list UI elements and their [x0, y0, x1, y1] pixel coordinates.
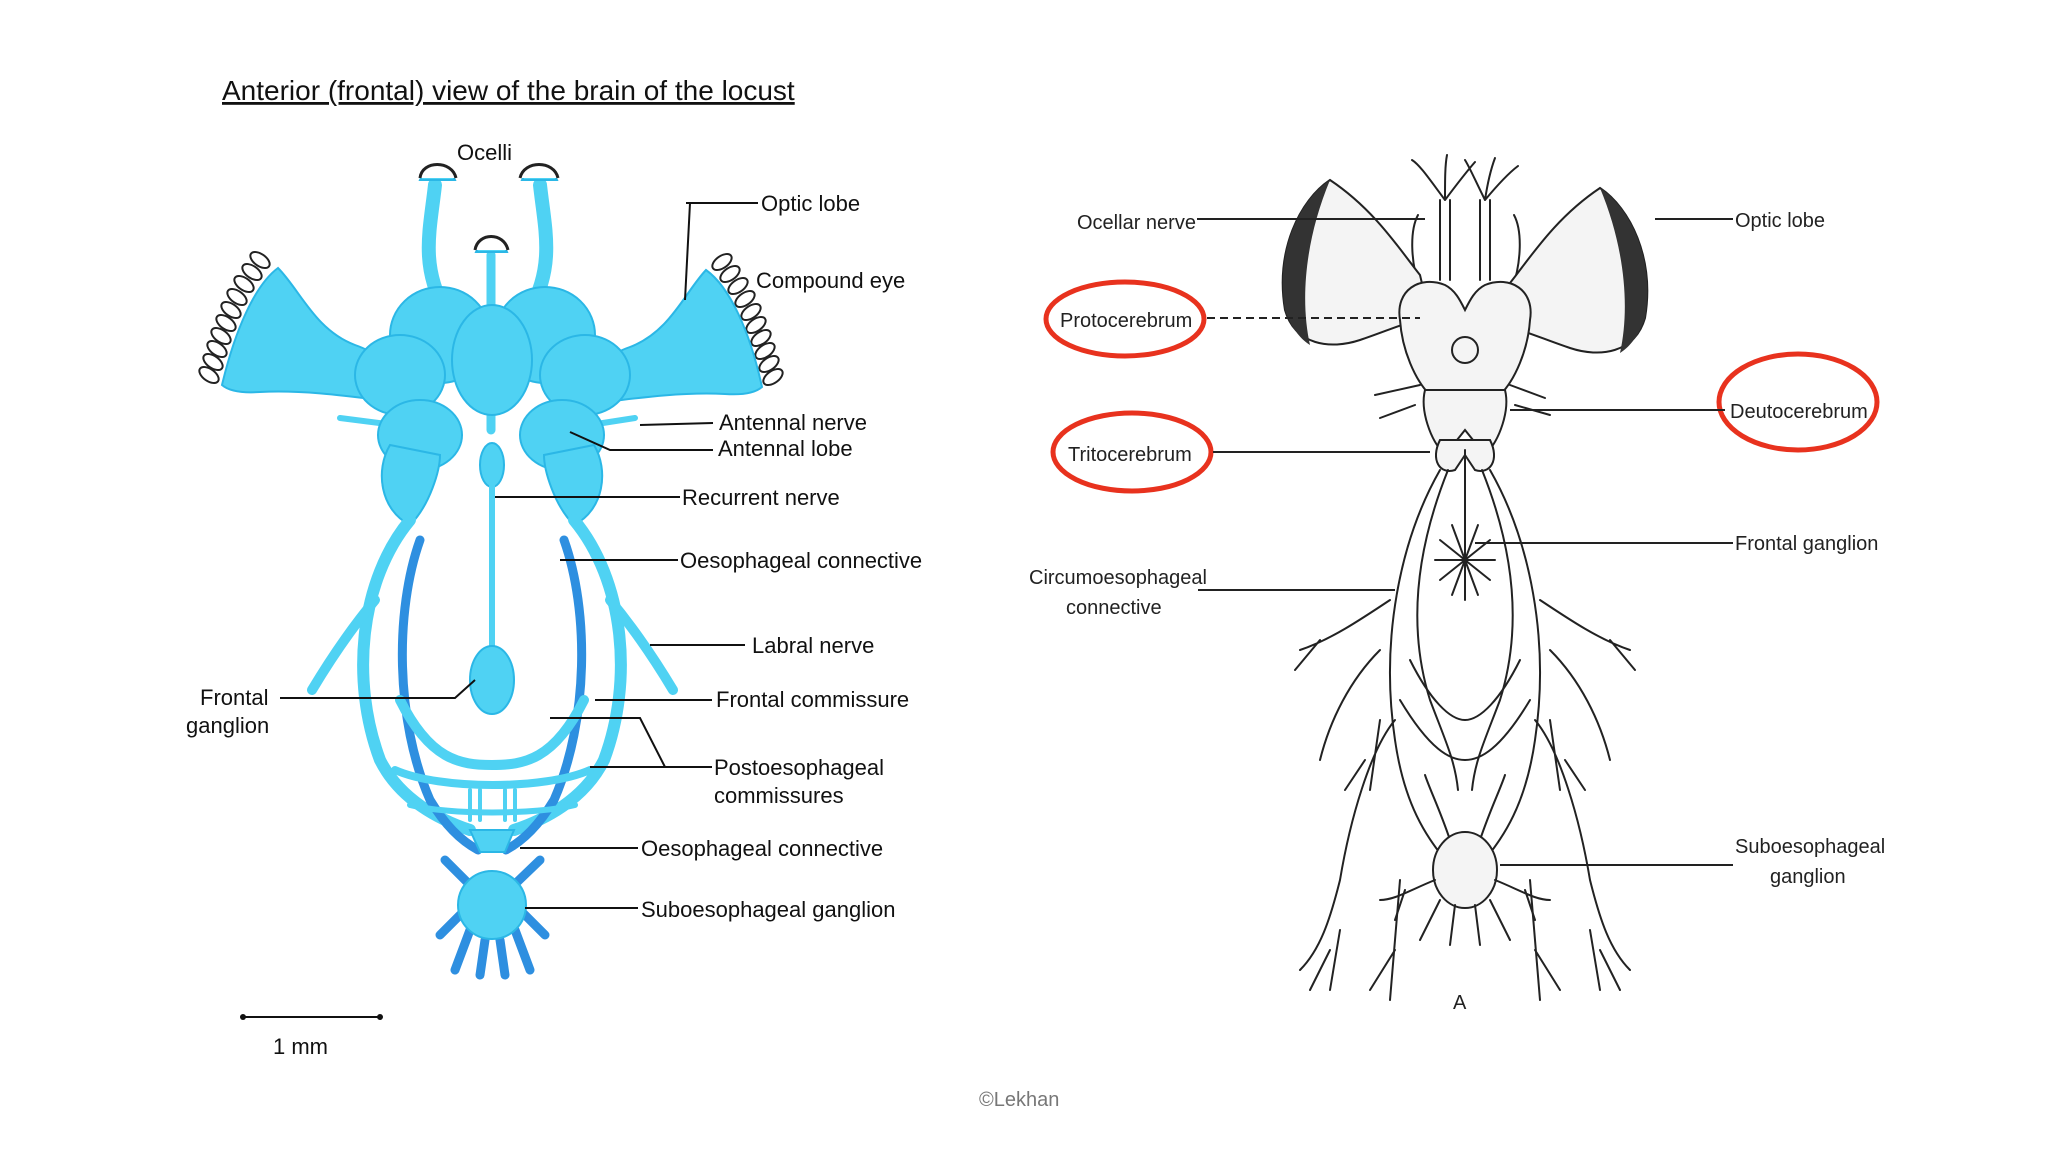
- sketch-optic-lobe-left-shade: [1282, 180, 1330, 345]
- sketch-tritocerebrum: [1435, 439, 1495, 472]
- sketch-circumoesophageal-connectives: [1389, 469, 1541, 861]
- oesophageal-connective-right: [508, 514, 627, 836]
- leader-postoesophageal: [550, 717, 712, 768]
- sketch-antennal-nerves: [1374, 384, 1551, 419]
- right-diagram: Ocellar nerve Optic lobe Protocerebrum D…: [1029, 154, 1885, 1014]
- scale-bar-label: 1 mm: [273, 1034, 328, 1059]
- credit-text: ©Lekhan: [979, 1089, 1059, 1111]
- leader-optic-lobe: [684, 202, 692, 301]
- ocellus-left: [418, 163, 458, 179]
- suboesophageal-ganglion: [457, 870, 527, 940]
- compound-eye-right: [711, 253, 784, 386]
- label-protocerebrum: Protocerebrum: [1060, 310, 1192, 332]
- label-frontal-ganglion-1: Frontal: [200, 685, 268, 710]
- sketch-optic-lobe-right-shade: [1600, 188, 1648, 353]
- scale-bar: 1 mm: [240, 1014, 383, 1059]
- postoesophageal-commissure-1: [391, 766, 594, 789]
- ocellus-middle: [473, 235, 510, 251]
- sketch-branches: [1294, 599, 1636, 1001]
- left-diagram-title: Anterior (frontal) view of the brain of …: [222, 75, 795, 106]
- frontal-commissure: [395, 695, 589, 771]
- tritocerebrum-right: [542, 443, 604, 527]
- postoesophageal-ticks: [468, 788, 517, 822]
- label-oesophageal-connective-upper: Oesophageal connective: [680, 548, 922, 573]
- label-oesophageal-connective-lower: Oesophageal connective: [641, 836, 883, 861]
- ocellus-right: [518, 163, 560, 179]
- label-postoesophageal-1: Postoesophageal: [714, 755, 884, 780]
- recurrent-nerve-bulb: [479, 442, 505, 488]
- sketch-brain-illustration: [1281, 154, 1649, 1001]
- sketch-sub-branches: [1379, 879, 1551, 946]
- leader-antennal-nerve: [639, 422, 714, 426]
- label-antennal-lobe: Antennal lobe: [718, 436, 853, 461]
- ocellar-stalks: [1411, 154, 1519, 281]
- tritocerebrum-left: [380, 443, 442, 527]
- highlight-protocerebrum: [1043, 279, 1207, 359]
- label-sketch-frontal-ganglion: Frontal ganglion: [1735, 533, 1878, 555]
- label-panel-letter: A: [1453, 992, 1467, 1014]
- label-circumoesophageal-2: connective: [1066, 597, 1162, 619]
- label-sketch-suboesophageal-1: Suboesophageal: [1735, 836, 1885, 858]
- label-suboesophageal-ganglion: Suboesophageal ganglion: [641, 897, 895, 922]
- labral-nerve-left: [307, 595, 380, 695]
- label-sketch-suboesophageal-2: ganglion: [1770, 866, 1846, 888]
- label-tritocerebrum: Tritocerebrum: [1068, 444, 1192, 466]
- right-leader-lines: [1197, 218, 1733, 866]
- label-sketch-optic-lobe: Optic lobe: [1735, 210, 1825, 232]
- label-recurrent-nerve: Recurrent nerve: [682, 485, 840, 510]
- inner-connective-left: [397, 535, 483, 855]
- highlight-deutocerebrum: [1716, 351, 1880, 453]
- left-diagram: Anterior (frontal) view of the brain of …: [186, 75, 922, 1059]
- sketch-frontal-ganglion: [1434, 449, 1496, 601]
- leader-frontal-ganglion: [280, 679, 476, 699]
- locust-brain-illustration: [198, 163, 784, 980]
- sketch-central-body: [1451, 336, 1479, 364]
- label-optic-lobe: Optic lobe: [761, 191, 860, 216]
- leader-antennal-lobe: [569, 431, 713, 451]
- label-compound-eye: Compound eye: [756, 268, 905, 293]
- label-labral-nerve: Labral nerve: [752, 633, 874, 658]
- sketch-lower-loops: [1399, 659, 1531, 762]
- label-deutocerebrum: Deutocerebrum: [1730, 401, 1868, 423]
- label-ocellar-nerve: Ocellar nerve: [1077, 212, 1196, 234]
- label-frontal-ganglion-2: ganglion: [186, 713, 269, 738]
- label-frontal-commissure: Frontal commissure: [716, 687, 909, 712]
- labral-nerve-right: [605, 595, 678, 695]
- sketch-suboesophageal-ganglion: [1432, 831, 1498, 909]
- compound-eye-left: [198, 251, 271, 384]
- frontal-ganglion: [469, 645, 515, 715]
- label-circumoesophageal-1: Circumoesophageal: [1029, 567, 1207, 589]
- label-antennal-nerve: Antennal nerve: [719, 410, 867, 435]
- left-leader-lines: [280, 202, 758, 909]
- label-ocelli: Ocelli: [457, 140, 512, 165]
- highlight-tritocerebrum: [1050, 410, 1214, 494]
- oesophageal-connective-left: [357, 514, 476, 836]
- sub-ganglion-nerves: [435, 855, 550, 980]
- postoesophageal-commissure-2: [407, 802, 578, 816]
- lower-junction: [468, 829, 516, 853]
- label-postoesophageal-2: commissures: [714, 783, 844, 808]
- central-brain: [451, 304, 533, 416]
- sketch-sub-arms: [1424, 774, 1506, 841]
- inner-connective-right: [501, 535, 587, 855]
